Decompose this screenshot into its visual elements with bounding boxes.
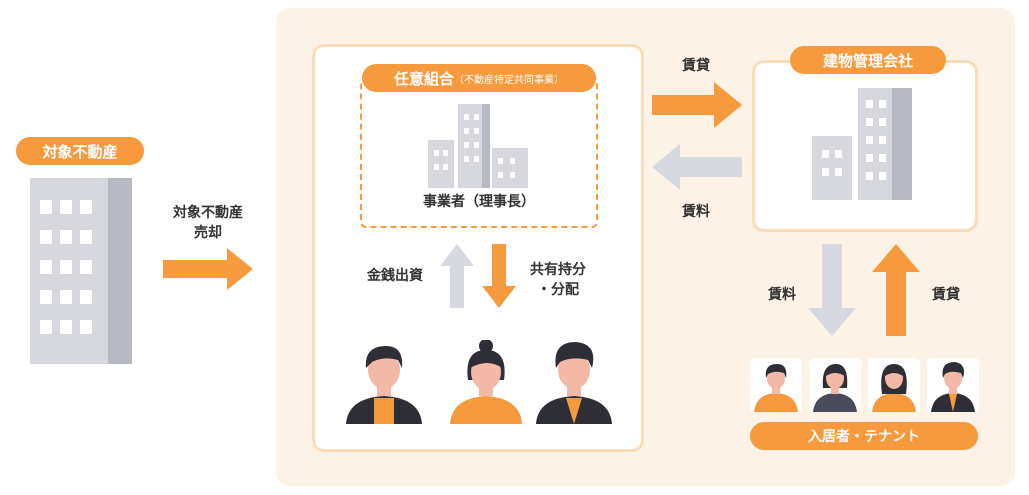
- tenant-avatar-4: [927, 358, 979, 412]
- share-label-line2: ・分配: [537, 282, 579, 298]
- sale-arrow-icon: [163, 248, 253, 290]
- tenants-label: 入居者・テナント: [750, 422, 978, 450]
- union-building-icon: [428, 104, 528, 188]
- lease-right-label: 賃貸: [932, 287, 960, 303]
- tenant-avatar-2: [809, 358, 861, 412]
- share-label-line1: 共有持分: [530, 262, 586, 278]
- management-label: 建物管理会社: [790, 46, 946, 74]
- tenant-avatar-3: [868, 358, 920, 412]
- distribution-arrow-icon: [482, 244, 516, 308]
- investment-arrow-icon: [440, 244, 474, 308]
- lease-top-arrow-icon: [652, 82, 742, 128]
- investment-label: 金銭出資: [367, 268, 423, 284]
- union-title: 任意組合: [393, 69, 454, 88]
- rent-top-label: 賃料: [682, 204, 710, 220]
- investor-avatar-1: [346, 346, 422, 424]
- union-title-pill: 任意組合 （不動産特定共同事業）: [362, 64, 596, 92]
- lease-right-arrow-icon: [872, 244, 920, 336]
- union-subtitle: （不動産特定共同事業）: [454, 74, 564, 86]
- target-building-icon: [30, 178, 132, 364]
- management-building-icon: [812, 88, 912, 200]
- rent-right-label: 賃料: [768, 287, 796, 303]
- rent-top-arrow-icon: [652, 144, 742, 190]
- investor-avatar-2: [450, 340, 522, 424]
- investor-avatar-3: [536, 342, 612, 424]
- lease-top-label: 賃貸: [682, 58, 710, 74]
- tenant-avatar-1: [750, 358, 802, 412]
- operator-label: 事業者（理事長）: [423, 194, 535, 210]
- rent-right-arrow-icon: [808, 244, 856, 336]
- sale-label-line1: 対象不動産: [173, 205, 243, 221]
- target-property-label: 対象不動産: [16, 137, 144, 165]
- sale-label-line2: 売却: [194, 225, 222, 241]
